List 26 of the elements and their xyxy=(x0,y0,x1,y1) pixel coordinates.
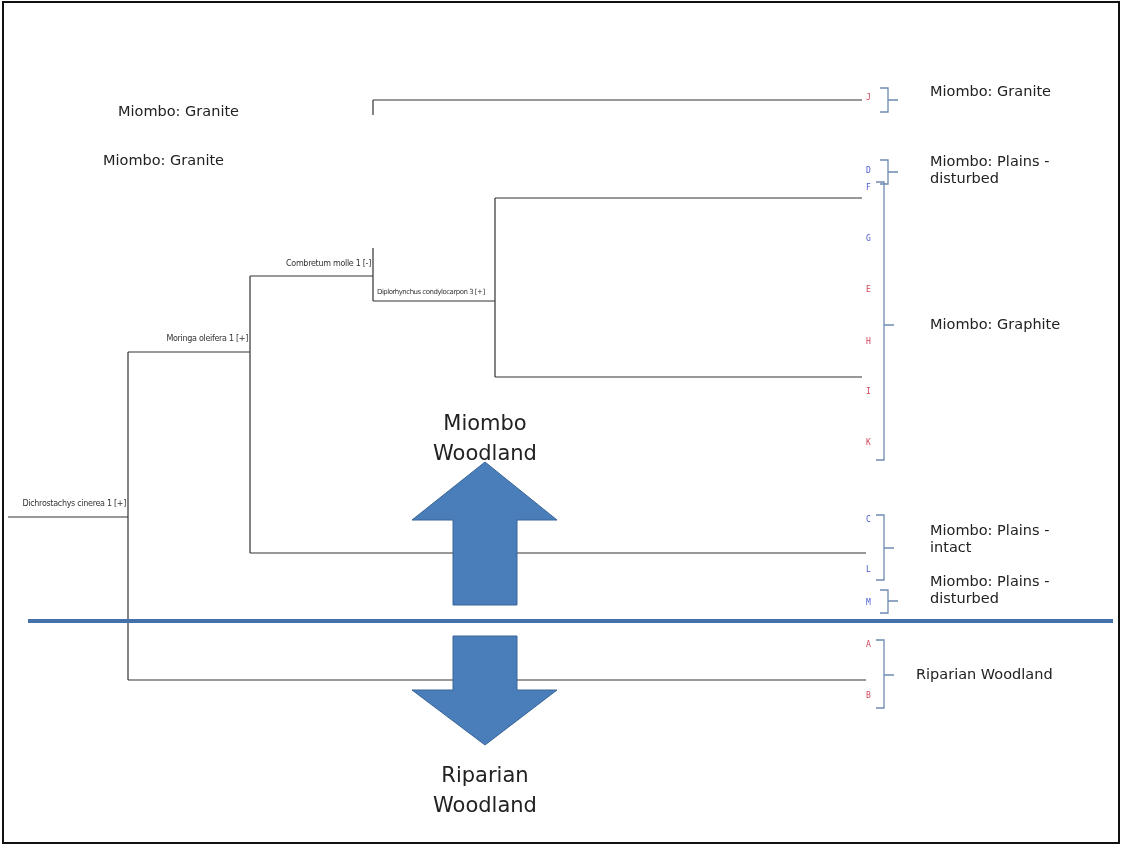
site-letter: B xyxy=(866,691,871,701)
site-letter: J xyxy=(866,93,871,103)
site-letter: G xyxy=(866,234,871,244)
group-label: Riparian Woodland xyxy=(916,666,1053,684)
site-letter: H xyxy=(866,337,871,347)
species-label: Dichrostachys cinerea 1 [+] xyxy=(22,499,126,509)
site-letter: A xyxy=(866,640,871,650)
site-letter: E xyxy=(866,285,871,295)
site-letter: L xyxy=(866,565,871,575)
site-letter: F xyxy=(866,183,871,193)
group-label: Miombo: Granite xyxy=(930,83,1051,101)
species-label: Moringa oleifera 1 [+] xyxy=(166,334,248,344)
site-letter: I xyxy=(866,387,871,397)
zone-label: Miombo Woodland xyxy=(432,410,538,468)
group-label: Miombo: Graphite xyxy=(930,316,1061,334)
group-label: Miombo: Plains - disturbed xyxy=(930,573,1051,608)
group-label: Miombo: Granite xyxy=(103,152,224,170)
zone-label: Riparian Woodland xyxy=(432,762,538,820)
group-label: Miombo: Granite xyxy=(118,103,239,121)
site-letter: M xyxy=(866,598,871,608)
species-label: Combretum molle 1 [-] xyxy=(286,259,371,269)
group-label: Miombo: Plains - disturbed xyxy=(930,153,1051,188)
site-letter: K xyxy=(866,438,871,448)
site-letter: C xyxy=(866,515,871,525)
group-label: Miombo: Plains - intact xyxy=(930,522,1051,557)
site-letter: D xyxy=(866,166,871,176)
